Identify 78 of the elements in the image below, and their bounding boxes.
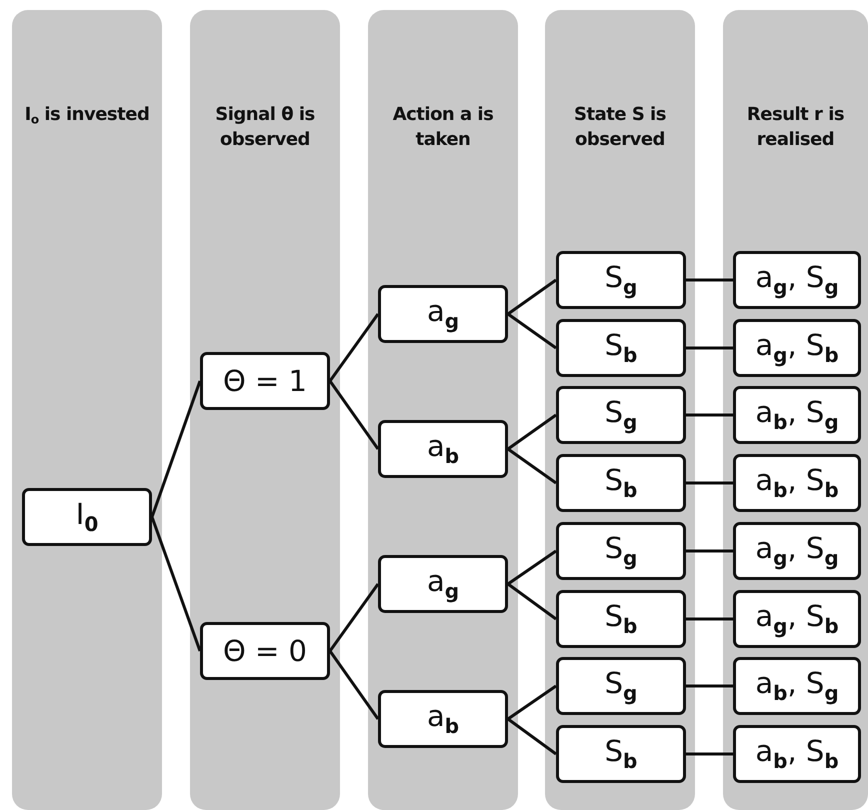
tree-branch-line bbox=[686, 684, 733, 688]
node-label: S$_{b}$ bbox=[604, 466, 638, 500]
tree-node-box bbox=[556, 251, 686, 309]
tree-node-box bbox=[378, 420, 508, 478]
tree-branch-line bbox=[686, 482, 733, 484]
tree-branch-line bbox=[507, 550, 557, 586]
stage-heading: Result r is realised bbox=[746, 103, 846, 152]
tree-branch-line bbox=[507, 684, 557, 720]
tree-node-box bbox=[556, 386, 686, 444]
tree-branch-line bbox=[507, 448, 557, 484]
node-label: S$_{g}$ bbox=[604, 263, 638, 297]
tree-node-box bbox=[378, 555, 508, 613]
tree-branch-line bbox=[507, 718, 557, 756]
stage-column bbox=[190, 10, 340, 810]
stage-column bbox=[723, 10, 868, 810]
tree-node-box bbox=[733, 251, 861, 309]
node-label: S$_{g}$ bbox=[604, 534, 638, 568]
tree-node-box bbox=[733, 386, 861, 444]
tree-node-box bbox=[733, 590, 861, 648]
stage-heading: Action a is taken bbox=[392, 103, 494, 152]
tree-branch-line bbox=[686, 618, 733, 620]
tree-branch-line bbox=[150, 516, 202, 652]
tree-node-box bbox=[556, 454, 686, 512]
tree-node-box bbox=[200, 622, 330, 680]
stage-heading: State S is observed bbox=[573, 103, 667, 152]
node-label: S$_{b}$ bbox=[604, 602, 638, 636]
tree-branch-line bbox=[686, 278, 733, 282]
tree-node-box bbox=[378, 690, 508, 748]
tree-node-box bbox=[22, 488, 152, 546]
tree-node-box bbox=[733, 657, 861, 715]
tree-node-box bbox=[200, 352, 330, 410]
node-label: a$_{b}$, S$_{b}$ bbox=[755, 466, 839, 500]
node-label: a$_{g}$, S$_{b}$ bbox=[755, 331, 839, 365]
node-label: S$_{g}$ bbox=[604, 398, 638, 432]
node-label: a$_{g}$ bbox=[426, 297, 460, 331]
stage-column bbox=[545, 10, 695, 810]
tree-branch-line bbox=[686, 550, 733, 552]
node-label: a$_{b}$, S$_{b}$ bbox=[755, 737, 839, 771]
node-label: Θ = 1 bbox=[222, 366, 307, 396]
tree-branch-line bbox=[328, 313, 380, 382]
stage-heading: Signal θ is observed bbox=[214, 103, 316, 152]
node-label: a$_{g}$ bbox=[426, 567, 460, 601]
stage-column bbox=[368, 10, 518, 810]
tree-branch-line bbox=[507, 414, 557, 450]
node-label: S$_{b}$ bbox=[604, 331, 638, 365]
node-label: I$_{0}$ bbox=[76, 500, 98, 534]
stage-heading: I$_{o}$ is invested bbox=[24, 103, 150, 129]
tree-branch-line bbox=[328, 380, 380, 450]
node-label: a$_{b}$, S$_{g}$ bbox=[755, 398, 839, 432]
tree-branch-line bbox=[150, 380, 202, 518]
node-label: a$_{b}$, S$_{g}$ bbox=[755, 669, 839, 703]
node-label: a$_{b}$ bbox=[426, 432, 460, 466]
tree-branch-line bbox=[686, 414, 733, 416]
tree-node-box bbox=[733, 454, 861, 512]
node-label: S$_{g}$ bbox=[604, 669, 638, 703]
node-label: a$_{g}$, S$_{b}$ bbox=[755, 602, 839, 636]
tree-branch-line bbox=[328, 583, 380, 652]
tree-branch-line bbox=[507, 278, 557, 316]
tree-branch-line bbox=[328, 650, 380, 720]
tree-node-box bbox=[556, 590, 686, 648]
tree-node-box bbox=[733, 522, 861, 580]
node-label: S$_{b}$ bbox=[604, 737, 638, 771]
node-label: a$_{g}$, S$_{g}$ bbox=[755, 263, 839, 297]
tree-branch-line bbox=[686, 752, 733, 756]
tree-node-box bbox=[556, 319, 686, 377]
tree-node-box bbox=[733, 319, 861, 377]
node-label: Θ = 0 bbox=[222, 636, 307, 666]
tree-node-box bbox=[733, 725, 861, 783]
tree-node-box bbox=[556, 725, 686, 783]
tree-branch-line bbox=[507, 312, 557, 350]
tree-node-box bbox=[556, 657, 686, 715]
tree-node-box bbox=[556, 522, 686, 580]
tree-branch-line bbox=[507, 582, 557, 620]
node-label: a$_{g}$, S$_{g}$ bbox=[755, 534, 839, 568]
tree-node-box bbox=[378, 285, 508, 343]
stage-column bbox=[12, 10, 162, 810]
node-label: a$_{b}$ bbox=[426, 702, 460, 736]
tree-branch-line bbox=[686, 346, 733, 350]
